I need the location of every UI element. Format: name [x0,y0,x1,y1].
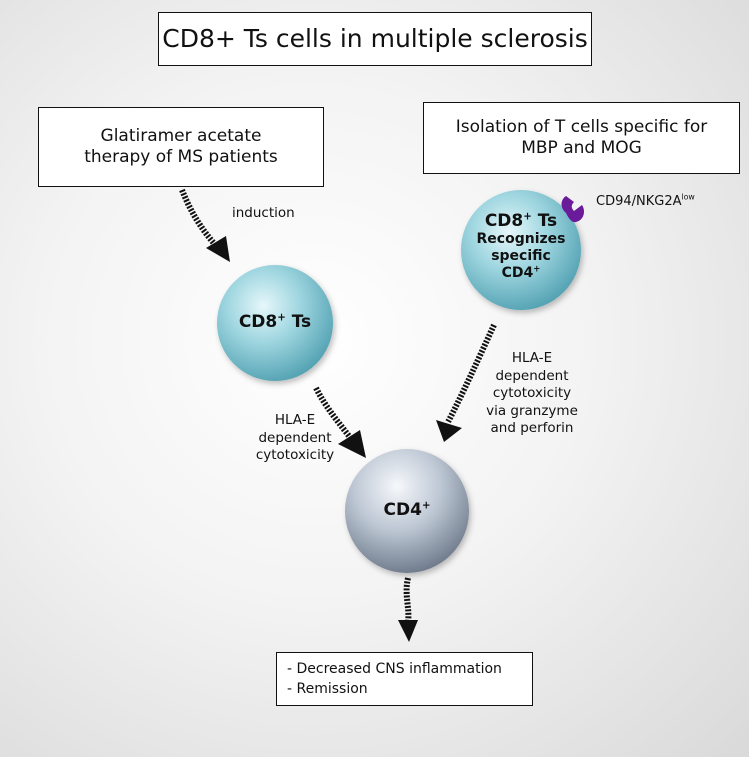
glatiramer-line2: therapy of MS patients [84,147,278,167]
right-cytotoxicity-label: HLA-E dependent cytotoxicity via granzym… [486,350,578,437]
isolation-line1: Isolation of T cells specific for [455,116,708,137]
cd4-label: CD4+ [383,500,431,520]
page-title: CD8+ Ts cells in multiple sclerosis [162,24,588,54]
receptor-label: CD94/NKG2Alow [596,192,695,209]
left-cytotoxicity-label: HLA-E dependent cytotoxicity [255,412,335,464]
glatiramer-box: Glatiramer acetate therapy of MS patient… [38,107,324,187]
arrow-left-ts-to-cd4 [313,386,366,458]
cd4-cell [345,449,469,573]
glatiramer-line1: Glatiramer acetate [100,125,262,146]
induction-label: induction [232,205,295,221]
result-box: - Decreased CNS inflammation - Remission [276,652,533,706]
arrow-cd4-to-result [398,577,418,642]
cd8-ts-cell-right [461,190,581,310]
arrow-right-ts-to-cd4 [436,323,497,442]
result-line1: - Decreased CNS inflammation [287,660,502,677]
cd8-ts-right-label: CD8+ Ts Recognizes specific CD4+ [476,211,566,281]
cd8-ts-cell-left [217,265,333,381]
result-line2: - Remission [287,681,368,697]
arrow-left-box-to-ts [179,188,230,262]
cd8-ts-left-label: CD8+ Ts [238,312,312,332]
receptor-icon [561,196,584,223]
title-box: CD8+ Ts cells in multiple sclerosis [158,12,592,66]
isolation-box: Isolation of T cells specific for MBP an… [423,102,740,174]
isolation-line2: MBP and MOG [521,138,642,158]
